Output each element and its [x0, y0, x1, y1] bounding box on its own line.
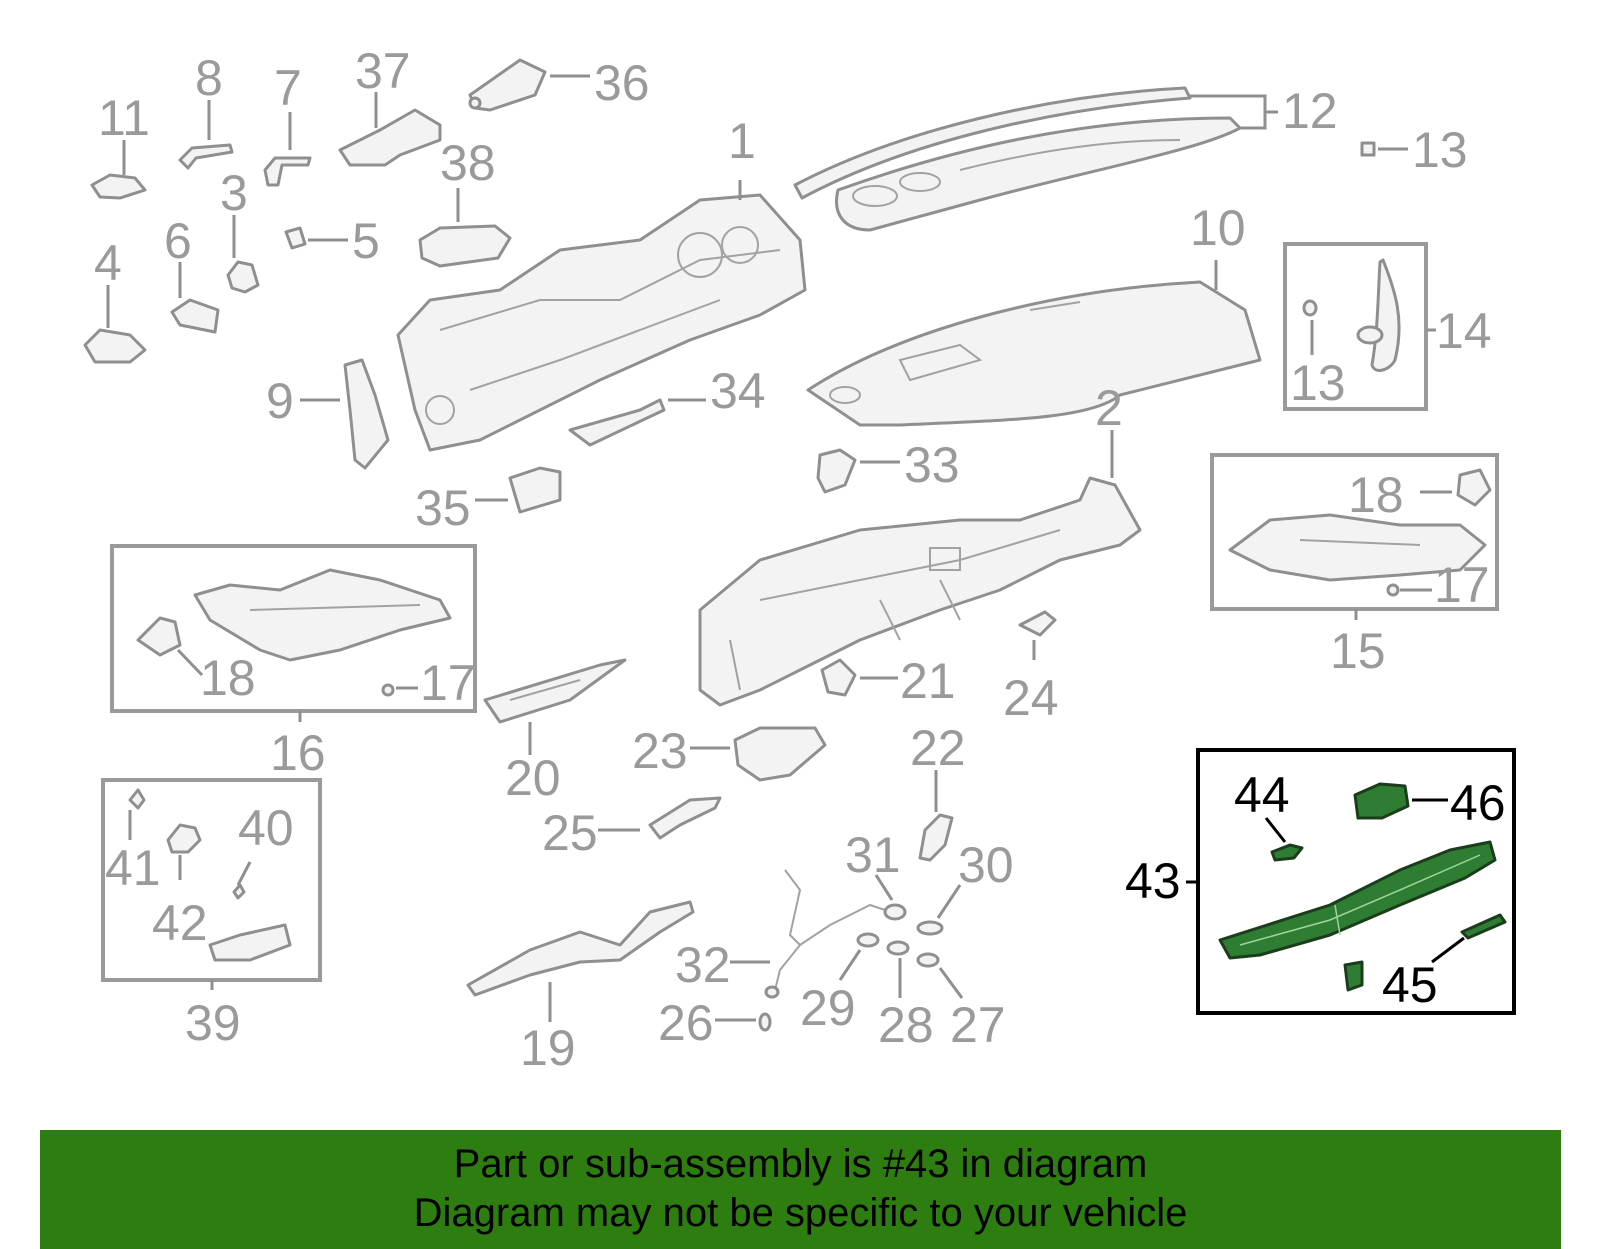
label-42: 42	[152, 895, 208, 951]
label-24: 24	[1003, 670, 1059, 726]
label-15: 15	[1330, 623, 1386, 679]
label-45: 45	[1382, 957, 1438, 1013]
label-11: 11	[98, 90, 150, 146]
label-25: 25	[542, 805, 598, 861]
part-24	[1018, 610, 1057, 637]
label-39: 39	[185, 995, 241, 1051]
part-10-dash-pad	[806, 280, 1262, 427]
label-18a: 18	[200, 650, 256, 706]
part-2-instrument-panel	[698, 476, 1142, 707]
label-21: 21	[900, 653, 956, 709]
label-27: 27	[950, 997, 1006, 1053]
label-16: 16	[270, 725, 326, 781]
part-16-duct	[136, 568, 452, 697]
label-44: 44	[1234, 767, 1290, 823]
label-26: 26	[658, 995, 714, 1051]
label-12: 12	[1282, 83, 1338, 139]
part-32-harness	[758, 869, 886, 1032]
part-7	[263, 156, 312, 187]
part-35	[508, 466, 562, 514]
label-4: 4	[94, 235, 122, 291]
part-44-highlighted	[1270, 843, 1304, 862]
label-46: 46	[1450, 775, 1506, 831]
part-20	[483, 658, 627, 724]
part-25	[648, 796, 722, 840]
label-36: 36	[594, 55, 650, 111]
label-9: 9	[266, 373, 294, 429]
label-29: 29	[800, 980, 856, 1036]
banner-line-2: Diagram may not be specific to your vehi…	[413, 1191, 1188, 1235]
part-9	[343, 358, 390, 470]
label-5: 5	[352, 213, 380, 269]
part-37	[338, 108, 442, 167]
label-7: 7	[274, 60, 302, 116]
label-20: 20	[505, 750, 561, 806]
part-23	[733, 726, 827, 782]
part-4	[83, 328, 147, 364]
parts-27-31-switches	[856, 903, 944, 968]
label-6: 6	[164, 213, 192, 269]
part-3	[226, 260, 260, 294]
label-18b: 18	[1348, 467, 1404, 523]
part-5	[284, 226, 307, 250]
label-40: 40	[238, 800, 294, 856]
part-13-clip	[1360, 141, 1376, 157]
label-3: 3	[220, 165, 248, 221]
part-43-highlighted-duct	[1218, 840, 1497, 960]
part-1-dash-frame	[396, 193, 807, 452]
info-banner: Part or sub-assembly is #43 in diagram D…	[40, 1130, 1561, 1249]
label-34: 34	[710, 363, 766, 419]
part-36	[468, 58, 547, 112]
part-11	[90, 173, 147, 200]
part-12-trim-strips	[793, 86, 1242, 232]
part-33	[816, 448, 857, 494]
part-45-highlighted	[1343, 913, 1507, 992]
part-8	[178, 143, 234, 170]
part-34	[568, 398, 666, 447]
part-39-assembly	[128, 788, 292, 962]
label-13: 13	[1412, 122, 1468, 178]
label-10: 10	[1190, 200, 1246, 256]
label-23: 23	[632, 723, 688, 779]
label-33: 33	[904, 437, 960, 493]
part-38	[418, 224, 512, 268]
label-14: 14	[1436, 303, 1492, 359]
label-2: 2	[1095, 380, 1123, 436]
part-21	[820, 658, 857, 697]
label-37: 37	[355, 43, 411, 99]
label-38: 38	[440, 135, 496, 191]
label-35: 35	[415, 480, 471, 536]
part-6	[170, 298, 220, 334]
label-43: 43	[1125, 853, 1181, 909]
part-14-bracket	[1302, 258, 1401, 372]
label-28: 28	[878, 997, 934, 1053]
label-17b: 17	[1434, 557, 1490, 613]
part-22	[918, 813, 954, 862]
label-19: 19	[520, 1020, 576, 1076]
label-22: 22	[910, 720, 966, 776]
label-13b: 13	[1290, 355, 1346, 411]
label-41: 41	[105, 840, 161, 896]
label-31: 31	[845, 827, 901, 883]
part-19	[466, 900, 695, 997]
part-15-duct	[1228, 468, 1492, 597]
label-30: 30	[958, 837, 1014, 893]
banner-line-1: Part or sub-assembly is #43 in diagram	[453, 1142, 1148, 1186]
label-1: 1	[728, 113, 756, 169]
label-8: 8	[195, 50, 223, 106]
part-46-highlighted	[1353, 782, 1410, 820]
label-32: 32	[675, 937, 731, 993]
label-17a: 17	[420, 655, 476, 711]
